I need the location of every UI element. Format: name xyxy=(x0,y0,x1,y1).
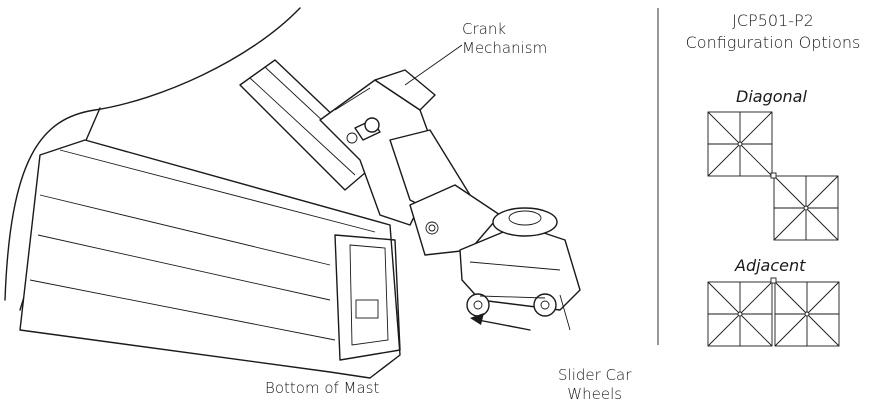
slider-car xyxy=(459,207,581,317)
crank-label-line1: Crank xyxy=(462,20,507,38)
crank-leader-line xyxy=(404,44,463,86)
adjacent-label: Adjacent xyxy=(735,256,806,275)
crank-mechanism-label: Crank Mechanism xyxy=(462,20,547,58)
direction-arrow xyxy=(470,313,531,331)
options-title-line1: JCP501-P2 xyxy=(732,11,814,30)
mast-extrusion xyxy=(19,139,401,379)
slider-label-line2: Wheels xyxy=(567,385,623,403)
slider-leader-line xyxy=(559,294,571,331)
options-title: JCP501-P2 Configuration Options xyxy=(678,10,868,54)
canopy-edge xyxy=(4,7,301,301)
upper-strut xyxy=(239,59,381,191)
diagonal-label: Diagonal xyxy=(736,87,807,106)
bottom-of-mast-label: Bottom of Mast xyxy=(265,379,380,397)
options-title-line2: Configuration Options xyxy=(685,33,861,52)
slider-car-wheels-label: Slider Car Wheels xyxy=(558,366,631,404)
crank-label-line2: Mechanism xyxy=(462,39,548,57)
lower-link xyxy=(409,184,501,256)
adjacent-config-diagram xyxy=(707,277,840,347)
diagonal-config-diagram xyxy=(707,111,839,241)
slider-label-line1: Slider Car xyxy=(558,366,632,384)
